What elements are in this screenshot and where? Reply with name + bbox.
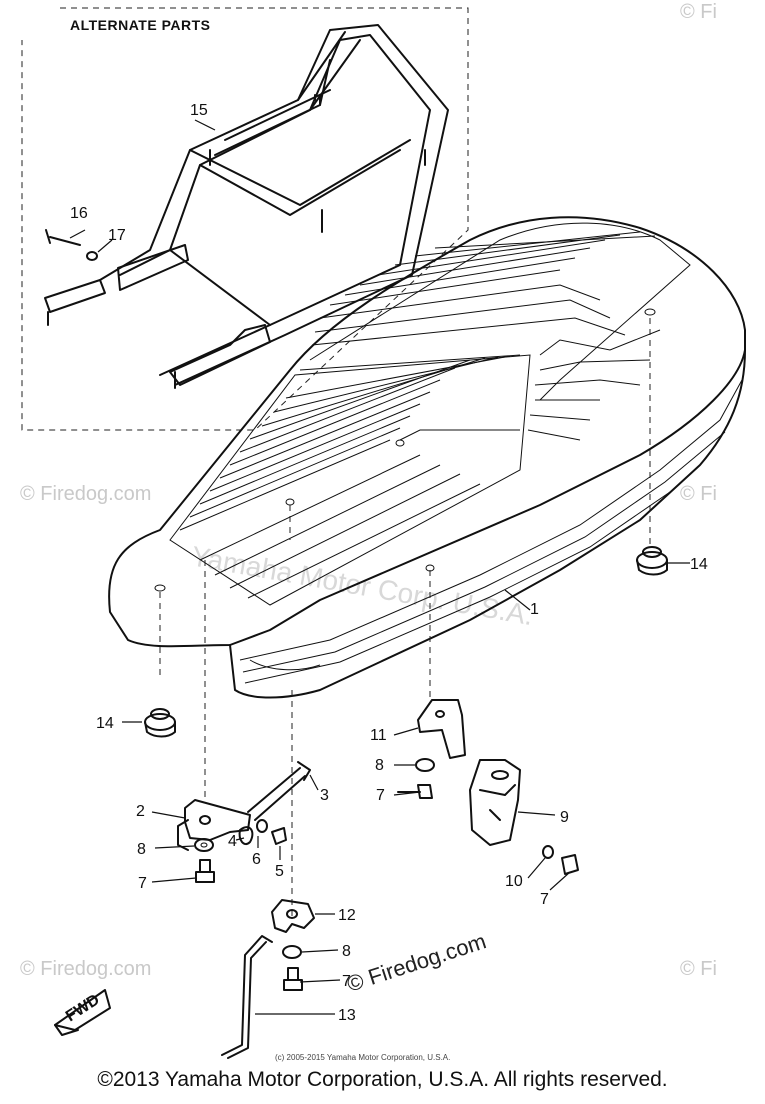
bolt-7-lock xyxy=(561,854,579,875)
callout-4: 4 xyxy=(228,833,237,850)
callout-8-bracket: 8 xyxy=(375,757,384,774)
assembly-guide-lines xyxy=(159,318,651,920)
carrier-rack xyxy=(44,24,449,389)
bracket-2 xyxy=(177,799,251,851)
callout-labels: 1 2 3 4 5 6 7 7 7 7 8 8 8 9 10 11 12 13 … xyxy=(70,102,708,1024)
bolt-7-lower xyxy=(283,967,303,991)
callout-13: 13 xyxy=(338,1007,356,1024)
leader-lines xyxy=(69,119,690,1015)
clip-4 xyxy=(238,826,254,846)
callout-5: 5 xyxy=(275,863,284,880)
callout-8-left: 8 xyxy=(137,841,146,858)
grommet-left xyxy=(144,708,176,738)
callout-6: 6 xyxy=(252,851,261,868)
callout-1: 1 xyxy=(530,601,539,618)
callout-9: 9 xyxy=(560,809,569,826)
bolt-5 xyxy=(271,827,287,845)
callout-14-left: 14 xyxy=(96,715,114,732)
watermark-top-right: © Fi xyxy=(680,1,717,23)
bracket-12 xyxy=(271,899,315,933)
watermark-layer: © Firedog.com © Fi © Firedog.com © Fi © … xyxy=(20,1,717,980)
callout-12: 12 xyxy=(338,907,356,924)
washer-10 xyxy=(542,845,554,859)
seat-lock-9 xyxy=(469,759,521,846)
callout-17: 17 xyxy=(108,227,126,244)
watermark-right-lower: © Fi xyxy=(680,958,717,980)
bolt-7-left xyxy=(195,859,215,883)
washer-8-lower xyxy=(282,945,302,959)
washer-8-left xyxy=(194,838,214,852)
callout-7-lock: 7 xyxy=(540,891,549,908)
watermark-left-lower: © Firedog.com xyxy=(20,958,151,980)
watermark-right: © Fi xyxy=(680,483,717,505)
alternate-parts-frame xyxy=(21,7,469,431)
rod-13 xyxy=(221,935,273,1059)
callout-16: 16 xyxy=(70,205,88,222)
watermark-left: © Firedog.com xyxy=(20,483,151,505)
seat-assembly xyxy=(108,216,746,699)
direction-label: FWD xyxy=(63,991,103,1025)
bracket-11 xyxy=(417,699,466,759)
alternate-parts-label: ALTERNATE PARTS xyxy=(70,17,211,33)
callout-15: 15 xyxy=(190,102,208,119)
grommet-right xyxy=(636,546,668,576)
callout-7-lower: 7 xyxy=(342,973,351,990)
source-line: (c) 2005-2015 Yamaha Motor Corporation, … xyxy=(275,1053,450,1062)
callout-11: 11 xyxy=(370,727,387,744)
callout-2: 2 xyxy=(136,803,145,820)
callout-14-right: 14 xyxy=(690,556,708,573)
bolt-7-right xyxy=(397,784,433,799)
firedog-stamp: © Firedog.com xyxy=(344,928,489,996)
seat-pleats xyxy=(179,231,661,599)
washer-8-right xyxy=(415,758,435,772)
bolt-and-washer-16-17 xyxy=(45,229,98,261)
callout-7-bracket: 7 xyxy=(376,787,385,804)
callout-3: 3 xyxy=(320,787,329,804)
callout-8-lower: 8 xyxy=(342,943,351,960)
pin-3 xyxy=(247,761,311,821)
washer-6 xyxy=(256,819,268,833)
callout-7-left: 7 xyxy=(138,875,147,892)
callout-10: 10 xyxy=(505,873,523,890)
forward-arrow-icon: FWD xyxy=(54,989,111,1036)
copyright-footer: ©2013 Yamaha Motor Corporation, U.S.A. A… xyxy=(97,1068,668,1091)
